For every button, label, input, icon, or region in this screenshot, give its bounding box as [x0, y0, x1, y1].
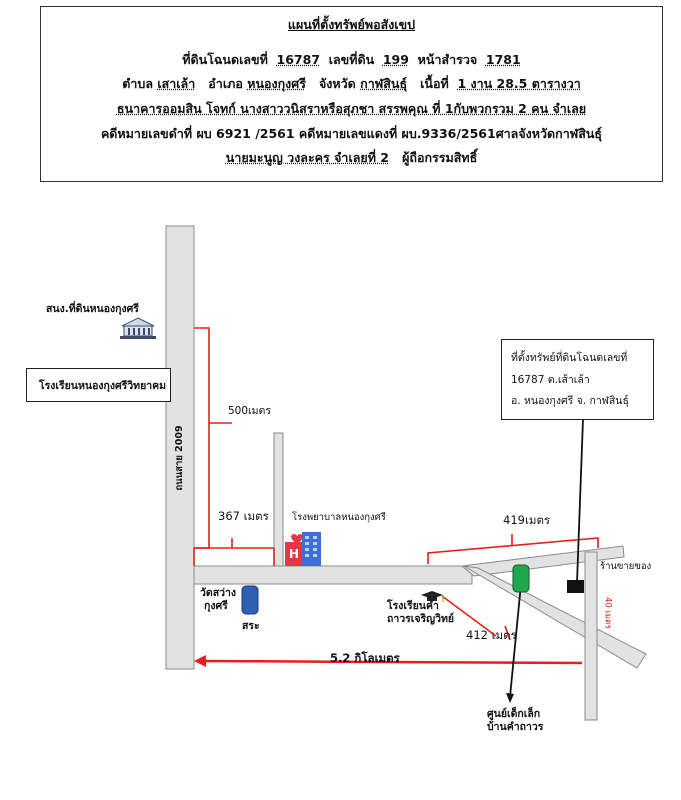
road-2009-label: ถนนสาย 2009 — [174, 425, 186, 491]
property-callout-box: ที่ตั้งทรัพย์ที่ดินโฉนดเลขที่ 16787 ต.เส… — [501, 339, 654, 420]
road-2009 — [165, 225, 195, 670]
main-road — [193, 565, 473, 585]
location-line: ตำบล เสาเล้า อำเภอ หนองกุงศรี จังหวัด กา… — [122, 76, 581, 91]
upper-branch-road — [460, 545, 625, 577]
dist-367m-label: 367 เมตร — [218, 509, 269, 523]
svg-text:H: H — [289, 547, 299, 561]
diagonal-road — [463, 565, 647, 669]
school-nongkungsri-box: โรงเรียนหนองกุงศรีวิทยาคม — [26, 368, 171, 402]
pond-marker — [241, 585, 259, 615]
land-office-label: สนง.ที่ดินหนองกุงศรี — [46, 303, 139, 315]
school-kham-label: โรงเรียนคำ ถาวรเจริญวิทย์ — [387, 600, 455, 626]
property-marker — [512, 564, 530, 593]
owner-name: นายมะนูญ วงละคร จำเลยที่ 2 — [225, 150, 389, 165]
daycare-pointer-head — [506, 693, 514, 703]
land-number: 199 — [382, 52, 409, 67]
property-pointer — [576, 418, 584, 584]
dist-412m-label: 412 เมตร — [466, 628, 517, 642]
daycare-pointer — [509, 583, 522, 698]
bracket-412m — [441, 595, 511, 641]
property-callout-line3: อ. หนองกุงศรี จ. กาฬสินธุ์ — [511, 395, 629, 408]
office-building-icon — [120, 317, 156, 339]
shop-marker — [567, 580, 584, 593]
map-title-block: แผนที่ตั้งทรัพย์พอสังเขป ที่ดินโฉนดเลขที… — [40, 6, 663, 182]
graduation-cap-icon — [421, 591, 444, 602]
arrow-5-2km-line — [199, 659, 583, 665]
tambon: เสาเล้า — [157, 76, 196, 91]
hospital-icon: H — [285, 532, 321, 566]
amphoe: หนองกุงศรี — [247, 76, 306, 91]
wat-label: วัดสว่าง กุงศรี — [200, 587, 237, 613]
road-40m-label: 40 เมตร — [602, 596, 613, 630]
dist-419m-label: 419เมตร — [503, 513, 551, 527]
property-callout-line1: ที่ตั้งทรัพย์ที่ดินโฉนดเลขที่ — [511, 352, 628, 364]
property-callout-line2: 16787 ต.เส้าเล้า — [511, 373, 590, 386]
dist-500m-label: 500เมตร — [228, 405, 272, 417]
school-nongkungsri-label: โรงเรียนหนองกุงศรีวิทยาคม — [39, 380, 167, 392]
deed-number: 16787 — [276, 52, 321, 67]
land-area: 1 งาน 28.5 ตารางวา — [457, 76, 581, 91]
arrow-5-2km-head — [194, 655, 206, 667]
map-title: แผนที่ตั้งทรัพย์พอสังเขป — [287, 17, 416, 32]
owner-line: นายมะนูญ วงละคร จำเลยที่ 2 ผู้ถือกรรมสิท… — [41, 148, 662, 168]
case-number-line: คดีหมายเลขดำที่ ผบ 6921 /2561 คดีหมายเลข… — [100, 126, 603, 141]
bracket-367m — [193, 538, 275, 566]
road-40m — [584, 551, 598, 721]
deed-line: ที่ดินโฉนดเลขที่ 16787 เลขที่ดิน 199 หน้… — [182, 52, 521, 67]
bracket-419m — [427, 534, 599, 564]
province: กาฬสินธุ์ — [360, 76, 408, 91]
hospital-lane — [273, 432, 284, 568]
daycare-label: ศูนย์เด็กเล็ก บ้านคำถาวร — [487, 708, 544, 734]
owner-role: ผู้ถือกรรมสิทธิ์ — [402, 150, 478, 165]
hospital-label: โรงพยาบาลหนองกุงศรี — [292, 512, 386, 523]
survey-number: 1781 — [485, 52, 521, 67]
shop-label: ร้านขายของ — [600, 561, 652, 572]
pond-label: สระ — [242, 620, 260, 632]
plaintiff-line: ธนาคารออมสิน โจทก์ นางสาววนิสราหรือสุภชา… — [116, 101, 587, 116]
dist-5-2km-label: 5.2 กิโลเมตร — [330, 651, 400, 665]
